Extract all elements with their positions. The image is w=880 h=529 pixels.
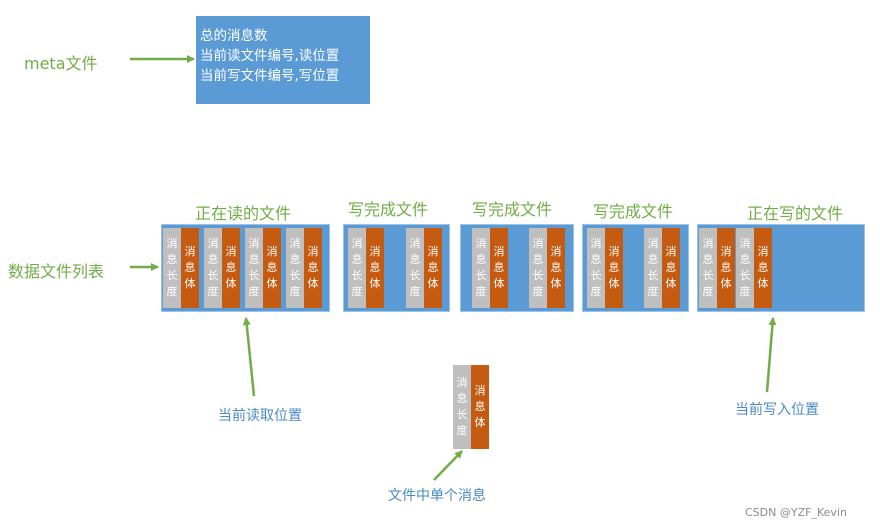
file-title-writing: 正在写的文件: [746, 204, 843, 223]
message-length-segment: 消息长度: [529, 228, 547, 308]
file-title-done-2: 写完成文件: [471, 200, 552, 219]
single-message-arrow: [433, 450, 463, 481]
file-title-reading: 正在读的文件: [194, 204, 291, 223]
meta-box: 总的消息数 当前读文件编号,读位置 当前写文件编号,写位置: [196, 16, 370, 104]
read-position-label: 当前读取位置: [218, 408, 302, 424]
message-length-segment: 消息长度: [163, 228, 181, 308]
message-body-segment: 消息体: [662, 228, 680, 308]
message-body-segment: 消息体: [547, 228, 565, 308]
single-message-length: 消息长度: [453, 365, 471, 449]
message-length-segment: 消息长度: [348, 228, 366, 308]
message-length-segment: 消息长度: [245, 228, 263, 308]
message-length-segment: 消息长度: [406, 228, 424, 308]
single-message-label: 文件中单个消息: [388, 488, 486, 504]
write-position-label: 当前写入位置: [735, 402, 819, 418]
message-body-segment: 消息体: [366, 228, 384, 308]
message-body-segment: 消息体: [181, 228, 199, 308]
message-body-segment: 消息体: [424, 228, 442, 308]
message-body-segment: 消息体: [263, 228, 281, 308]
meta-file-label: meta文件: [24, 54, 98, 73]
file-title-done-1: 写完成文件: [347, 200, 428, 219]
meta-line-write: 当前写文件编号,写位置: [200, 68, 340, 84]
message-body-segment: 消息体: [304, 228, 322, 308]
message-length-segment: 消息长度: [736, 228, 754, 308]
message-body-segment: 消息体: [717, 228, 735, 308]
message-body-segment: 消息体: [222, 228, 240, 308]
read-position-arrow: [242, 317, 256, 397]
watermark: CSDN @YZF_Kevin: [745, 506, 847, 519]
file-title-done-3: 写完成文件: [592, 202, 673, 221]
message-length-segment: 消息长度: [204, 228, 222, 308]
data-files-label: 数据文件列表: [8, 262, 105, 281]
write-position-arrow: [765, 317, 777, 393]
meta-line-read: 当前读文件编号,读位置: [200, 48, 340, 64]
message-body-segment: 消息体: [490, 228, 508, 308]
message-length-segment: 消息长度: [587, 228, 605, 308]
message-body-segment: 消息体: [605, 228, 623, 308]
meta-line-total: 总的消息数: [200, 28, 268, 44]
message-length-segment: 消息长度: [286, 228, 304, 308]
message-body-segment: 消息体: [754, 228, 772, 308]
message-length-segment: 消息长度: [644, 228, 662, 308]
single-message-body: 消息体: [471, 365, 489, 449]
message-length-segment: 消息长度: [699, 228, 717, 308]
message-length-segment: 消息长度: [472, 228, 490, 308]
